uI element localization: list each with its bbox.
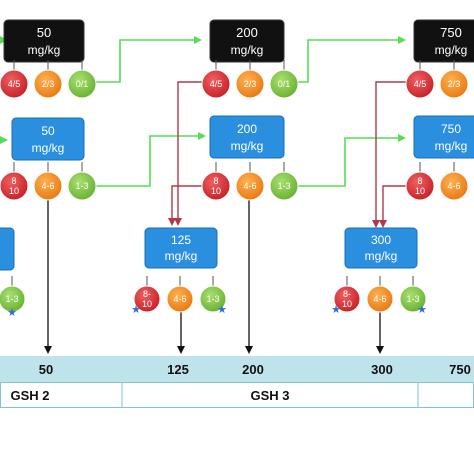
outcome-label: 1-3 <box>5 294 18 304</box>
dose-box-blue-partial <box>0 227 15 271</box>
dlt-high-circle <box>333 285 361 313</box>
outcome-label: 4-6 <box>373 294 386 304</box>
dose-value: 125 <box>171 233 191 247</box>
outcome-label: 2/3 <box>244 79 257 89</box>
dose-unit: mg/kg <box>435 43 468 57</box>
outcome-label: 4/5 <box>414 79 427 89</box>
dlt-mid-circle <box>235 171 265 201</box>
dose-value: 200 <box>237 122 257 136</box>
dlt-low-circle <box>269 69 299 99</box>
outcome-label: 4/5 <box>8 79 21 89</box>
outcome-circles: 4/5 2/3 0/1 <box>0 60 97 99</box>
dose-scale: 50 125 200 300 750 <box>0 356 474 382</box>
star-icon: ★ <box>131 304 141 316</box>
category-band: GSH 2 GSH 3 <box>0 382 474 408</box>
category-label: GSH 2 <box>10 388 49 403</box>
dose-box-black: 50 mg/kg <box>3 19 85 63</box>
dose-value: 300 <box>371 233 391 247</box>
dose-box-blue: 750 mg/kg <box>413 115 474 159</box>
star-icon: ★ <box>417 304 427 316</box>
scale-tick-label: 125 <box>167 362 189 377</box>
dlt-low-circle <box>0 285 26 313</box>
outcome-label: 4-6 <box>173 294 186 304</box>
dose-box-blue: 300 mg/kg <box>344 227 418 269</box>
dose-value: 750 <box>440 25 462 40</box>
outcome-label: 1-3 <box>75 181 88 191</box>
dlt-high-circle <box>133 285 161 313</box>
outcome-circles-partial: 1-3 ★ <box>0 276 26 319</box>
scale-tick-label: 750 <box>449 362 471 377</box>
dlt-mid-circle <box>439 171 469 201</box>
category-label: GSH 3 <box>250 388 289 403</box>
outcome-label: 1-3 <box>277 181 290 191</box>
outcome-label: 1-3 <box>406 294 419 304</box>
star-icon: ★ <box>331 304 341 316</box>
outcome-circles: 4/5 2/3 0/1 <box>201 60 299 99</box>
dose-value: 50 <box>41 124 55 138</box>
dlt-low-circle <box>269 171 299 201</box>
dlt-high-circle <box>0 171 29 201</box>
dose-box-black: 750 mg/kg <box>413 19 474 63</box>
dose-unit: mg/kg <box>365 249 398 263</box>
dlt-low-circle <box>399 285 427 313</box>
dlt-low-circle <box>67 171 97 201</box>
dlt-high-circle <box>201 171 231 201</box>
dlt-mid-circle <box>366 285 394 313</box>
outcome-label: 2/3 <box>448 79 461 89</box>
star-icon: ★ <box>7 307 17 319</box>
outcome-circles: 4/52/30/1 <box>405 60 474 99</box>
outcome-label: 4-6 <box>447 181 460 191</box>
outcome-label: 8-10 <box>342 289 352 309</box>
dose-box-blue: 200 mg/kg <box>209 115 285 159</box>
outcome-label: 1-3 <box>206 294 219 304</box>
outcome-label: 0/1 <box>76 79 89 89</box>
dlt-low-circle <box>67 69 97 99</box>
dlt-high-circle <box>201 69 231 99</box>
outcome-label: 2/3 <box>42 79 55 89</box>
dlt-high-circle <box>405 171 435 201</box>
dlt-mid-circle <box>33 69 63 99</box>
dlt-mid-circle <box>33 171 63 201</box>
dose-value: 750 <box>441 122 461 136</box>
outcome-label: 0/1 <box>278 79 291 89</box>
dose-unit: mg/kg <box>28 43 61 57</box>
dlt-mid-circle <box>439 69 469 99</box>
dose-unit: mg/kg <box>165 249 198 263</box>
dose-box-blue: 125 mg/kg <box>144 227 218 269</box>
outcome-label: 4-6 <box>243 181 256 191</box>
scale-tick-label: 300 <box>371 362 393 377</box>
dose-box-blue: 50 mg/kg <box>11 117 85 161</box>
dlt-high-circle <box>0 69 29 99</box>
dose-value: 50 <box>37 25 51 40</box>
dose-unit: mg/kg <box>32 141 65 155</box>
dlt-low-circle <box>199 285 227 313</box>
outcome-label: 4-6 <box>41 181 54 191</box>
outcome-label: 4/5 <box>210 79 223 89</box>
dlt-mid-circle <box>235 69 265 99</box>
de-escalation-arrows <box>168 81 418 228</box>
dose-unit: mg/kg <box>435 139 468 153</box>
scale-tick-label: 200 <box>242 362 264 377</box>
star-icon: ★ <box>217 304 227 316</box>
dlt-mid-circle <box>166 285 194 313</box>
dlt-high-circle <box>405 69 435 99</box>
dose-to-scale-arrows <box>44 200 384 354</box>
dose-unit: mg/kg <box>231 139 264 153</box>
dose-value: 200 <box>236 25 258 40</box>
outcome-label: 8-10 <box>142 289 152 309</box>
dose-unit: mg/kg <box>231 43 264 57</box>
scale-tick-label: 50 <box>39 362 53 377</box>
dose-box-black: 200 mg/kg <box>209 19 285 63</box>
